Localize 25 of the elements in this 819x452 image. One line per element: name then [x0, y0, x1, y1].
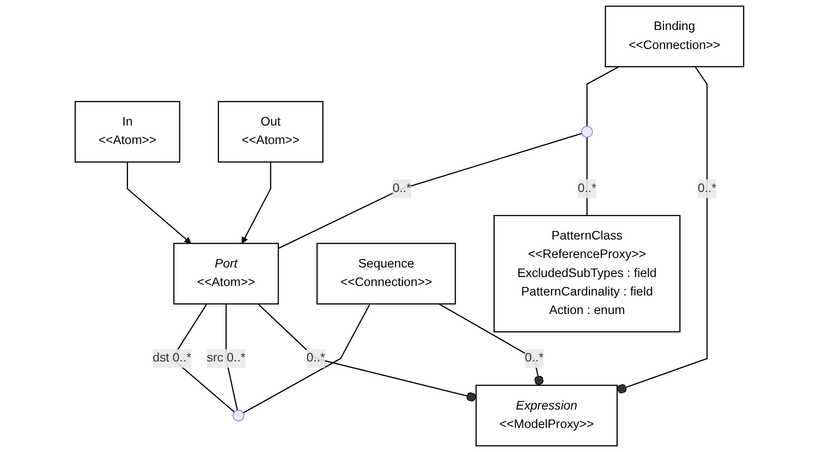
edge-label: dst 0..*: [152, 352, 192, 365]
connector: [243, 304, 371, 414]
edge-label: 0..*: [698, 182, 716, 195]
edge-label: 0..*: [524, 352, 544, 365]
node-box: Sequence <<Connection>>: [316, 242, 456, 304]
node-box: Expression <<ModelProxy>>: [476, 384, 618, 446]
connector: [438, 303, 544, 386]
connector: [617, 66, 708, 394]
connector: [586, 137, 588, 216]
edge-label: 0..*: [578, 182, 596, 195]
edge-label: 0..*: [306, 352, 326, 365]
edge-label: src 0..*: [206, 352, 246, 365]
node-box: Binding <<Connection>>: [604, 6, 744, 68]
connector: [278, 132, 582, 249]
arrow: [126, 162, 192, 244]
node-box: PatternClass <<ReferenceProxy>> ExcludedSubTypes : field PatternCardinality : field Action : enum: [494, 214, 681, 332]
node-circle: [581, 126, 593, 138]
arrow: [242, 162, 272, 244]
node-box: In <<Atom>>: [74, 100, 180, 163]
connector: [586, 66, 620, 126]
node-box: Out <<Atom>>: [218, 100, 324, 163]
node-circle: [232, 410, 244, 422]
node-box: Port <<Atom>>: [173, 242, 279, 304]
edge-label: 0..*: [392, 182, 412, 195]
connector: [258, 303, 476, 402]
